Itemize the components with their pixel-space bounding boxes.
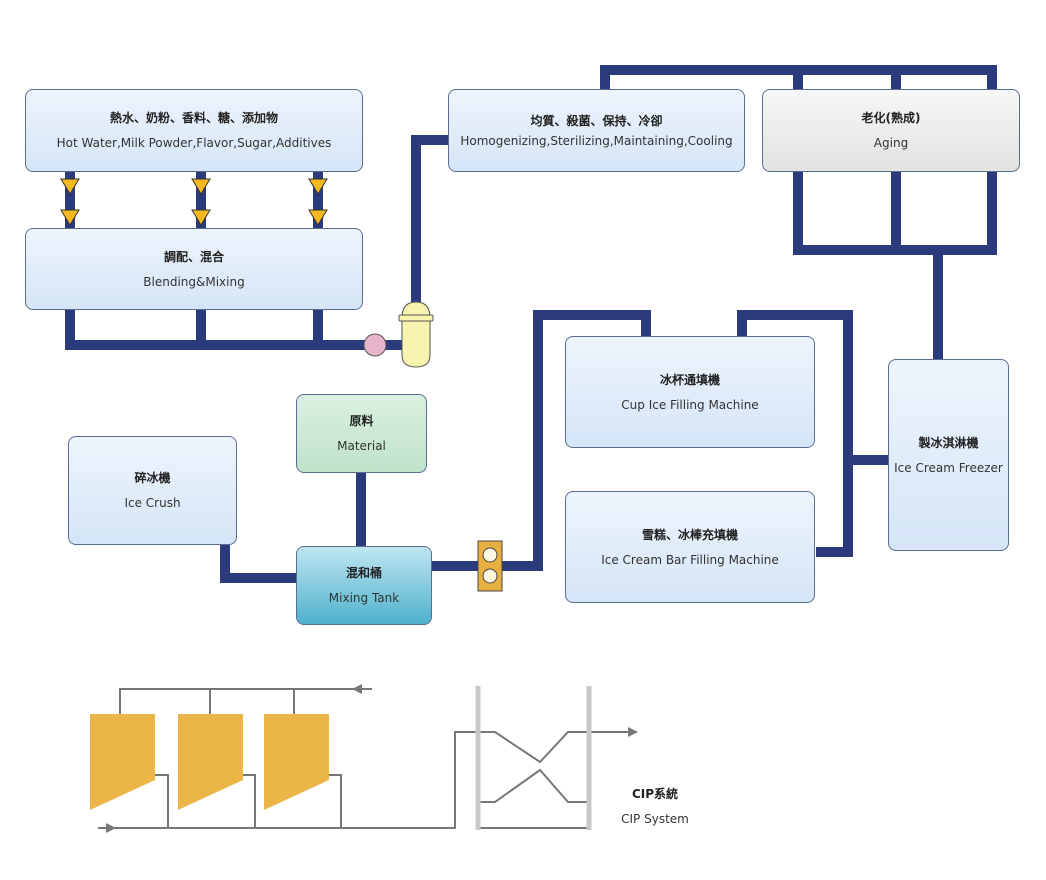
blending-label-zh: 調配、混合 <box>163 249 224 264</box>
arrow-left-icon <box>352 684 362 694</box>
valves <box>60 178 328 226</box>
arrow-right-icon <box>628 727 638 737</box>
ice-crush-box: 碎冰機 Ice Crush <box>68 436 237 545</box>
bar-filling-label-zh: 雪糕、冰棒充填機 <box>641 527 738 542</box>
blending-box: 調配、混合 Blending&Mixing <box>25 228 363 310</box>
cup-filling-box: 冰杯通填機 Cup Ice Filling Machine <box>565 336 815 448</box>
cip-label-en: CIP System <box>621 812 689 826</box>
bar-filling-label-en: Ice Cream Bar Filling Machine <box>601 552 779 567</box>
blending-label-en: Blending&Mixing <box>143 274 245 289</box>
cip-tank <box>90 714 155 810</box>
homogenizing-label-zh: 均質、殺菌、保持、冷卻 <box>530 113 663 128</box>
freezer-label-en: Ice Cream Freezer <box>894 460 1003 475</box>
vessel-icon <box>398 301 434 368</box>
cup-filling-label-en: Cup Ice Filling Machine <box>621 397 759 412</box>
material-label-zh: 原料 <box>349 414 374 428</box>
arrow-down-valve-icon <box>191 178 211 195</box>
raw-inputs-label-en: Hot Water,Milk Powder,Flavor,Sugar,Addit… <box>56 136 332 150</box>
cup-filling-label-zh: 冰杯通填機 <box>659 372 720 387</box>
cip-tank <box>178 714 243 810</box>
material-box: 原料 Material <box>296 394 427 473</box>
cip-tank <box>264 714 329 810</box>
arrow-right-icon <box>106 823 116 833</box>
cip-system-label: CIP系統 CIP System <box>600 786 710 827</box>
main-pipes <box>65 65 997 583</box>
arrow-down-valve-icon <box>308 209 328 226</box>
ice-crush-label-zh: 碎冰機 <box>134 471 171 485</box>
arrow-down-valve-icon <box>60 209 80 226</box>
arrow-down-valve-icon <box>60 178 80 195</box>
raw-inputs-box: 熱水、奶粉、香料、糖、添加物 Hot Water,Milk Powder,Fla… <box>25 89 363 172</box>
ice-crush-label-en: Ice Crush <box>124 496 181 510</box>
mixing-tank-box: 混和桶 Mixing Tank <box>296 546 432 625</box>
raw-inputs-label-zh: 熱水、奶粉、香料、糖、添加物 <box>109 111 278 125</box>
freezer-box: 製冰淇淋機 Ice Cream Freezer <box>888 359 1009 551</box>
filter-icon <box>477 540 503 592</box>
arrow-down-valve-icon <box>308 178 328 195</box>
mixing-tank-label-en: Mixing Tank <box>328 591 400 605</box>
arrow-down-valve-icon <box>191 209 211 226</box>
cip-label-zh: CIP系統 <box>631 787 679 801</box>
aging-label-en: Aging <box>873 136 909 150</box>
pump-icon <box>363 333 387 357</box>
homogenizing-label-en: Homogenizing,Sterilizing,Maintaining,Coo… <box>460 133 733 148</box>
material-label-en: Material <box>337 439 386 453</box>
cip-tanks <box>90 714 329 810</box>
bar-filling-box: 雪糕、冰棒充填機 Ice Cream Bar Filling Machine <box>565 491 815 603</box>
cip-arrows <box>106 684 638 833</box>
aging-label-zh: 老化(熟成) <box>861 111 921 125</box>
cip-system-drawing <box>90 684 638 833</box>
aging-box: 老化(熟成) Aging <box>762 89 1020 172</box>
freezer-label-zh: 製冰淇淋機 <box>918 435 979 450</box>
mixing-tank-label-zh: 混和桶 <box>345 566 382 580</box>
cip-posts <box>475 686 592 830</box>
homogenizing-box: 均質、殺菌、保持、冷卻 Homogenizing,Sterilizing,Mai… <box>448 89 745 172</box>
cip-lines <box>98 688 628 829</box>
